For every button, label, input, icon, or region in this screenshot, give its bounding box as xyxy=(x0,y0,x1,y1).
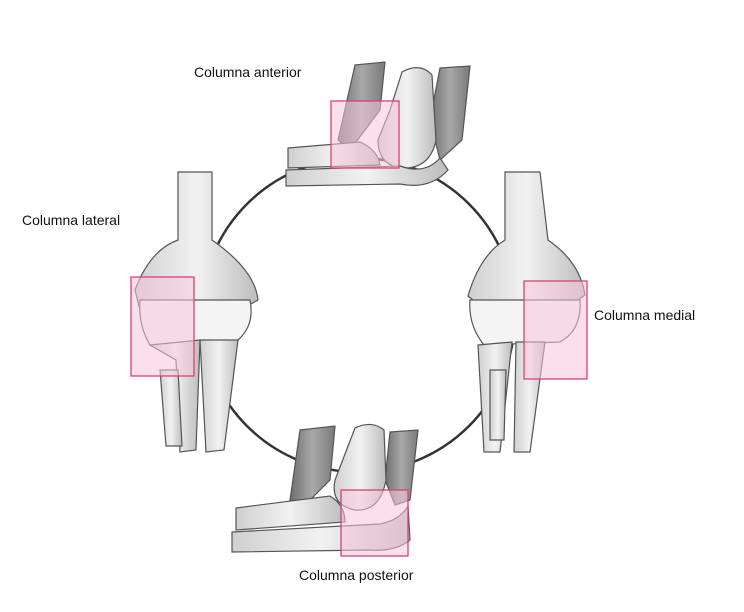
label-lateral-column: Columna lateral xyxy=(22,212,121,228)
medial-column-highlight xyxy=(523,280,588,380)
lateral-column-highlight xyxy=(130,276,195,377)
anterior-column-highlight xyxy=(330,100,400,169)
posterior-column-highlight xyxy=(340,489,409,557)
label-posterior-column: Columna posterior xyxy=(299,567,414,583)
label-anterior-column: Columna anterior xyxy=(194,64,302,80)
label-medial-column: Columna medial xyxy=(594,307,696,323)
